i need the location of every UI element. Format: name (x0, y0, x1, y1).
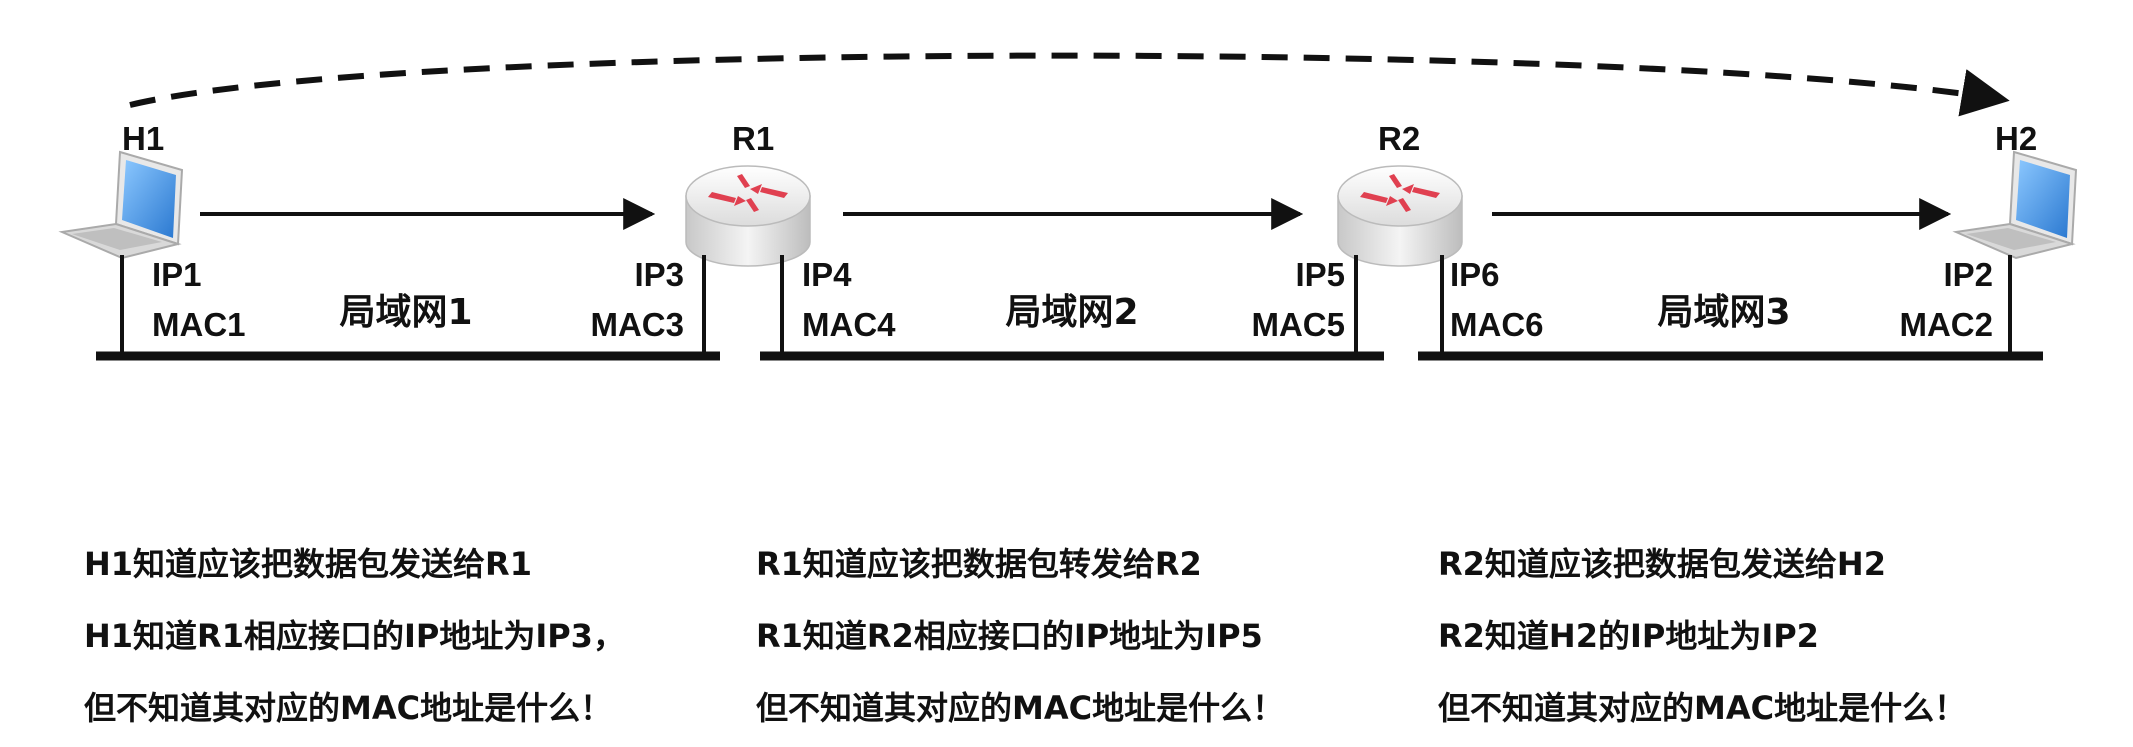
r2-left-mac-label: MAC5 (1251, 306, 1345, 343)
r1-left-ip-label: IP3 (634, 256, 684, 293)
end-to-end-dashed-arrow (129, 52, 2010, 117)
r2-left-ip-label: IP5 (1295, 256, 1345, 293)
r2-right-mac-label: MAC6 (1450, 306, 1544, 343)
notes-column-h1: H1知道应该把数据包发送给R1 H1知道R1相应接口的IP地址为IP3， 但不知… (84, 528, 625, 744)
r2-right-ip-label: IP6 (1450, 256, 1500, 293)
h2-ip-label: IP2 (1943, 256, 1993, 293)
note-line: H1知道应该把数据包发送给R1 (84, 545, 532, 583)
h2-mac-label: MAC2 (1899, 306, 1993, 343)
lan-2-label: 局域网2 (1005, 292, 1138, 333)
note-line: R2知道H2的IP地址为IP2 (1438, 617, 1819, 655)
h1-label: H1 (122, 120, 164, 157)
laptop-icon-h2 (1952, 150, 2078, 260)
r1-right-mac-label: MAC4 (802, 306, 896, 343)
r1-left-mac-label: MAC3 (590, 306, 684, 343)
h2-label: H2 (1995, 120, 2037, 157)
note-line: R1知道应该把数据包转发给R2 (756, 545, 1202, 583)
router-icon-r2 (1337, 165, 1463, 267)
laptop-icon-h1 (58, 150, 184, 260)
note-line: H1知道R1相应接口的IP地址为IP3， (84, 617, 625, 655)
h1-ip-label: IP1 (152, 256, 202, 293)
r1-label: R1 (732, 120, 774, 157)
note-line: R1知道R2相应接口的IP地址为IP5 (756, 617, 1263, 655)
router-icon-r1 (685, 165, 811, 267)
notes-column-r1: R1知道应该把数据包转发给R2 R1知道R2相应接口的IP地址为IP5 但不知道… (756, 528, 1284, 744)
lan-3-label: 局域网3 (1657, 292, 1790, 333)
notes-column-r2: R2知道应该把数据包发送给H2 R2知道H2的IP地址为IP2 但不知道其对应的… (1438, 528, 1966, 744)
note-line: 但不知道其对应的MAC地址是什么！ (756, 689, 1285, 727)
note-line: R2知道应该把数据包发送给H2 (1438, 545, 1886, 583)
r2-label: R2 (1378, 120, 1420, 157)
note-line: 但不知道其对应的MAC地址是什么！ (1438, 689, 1967, 727)
h1-mac-label: MAC1 (152, 306, 246, 343)
note-line: 但不知道其对应的MAC地址是什么！ (84, 689, 613, 727)
r1-right-ip-label: IP4 (802, 256, 852, 293)
lan-1-label: 局域网1 (339, 292, 472, 333)
